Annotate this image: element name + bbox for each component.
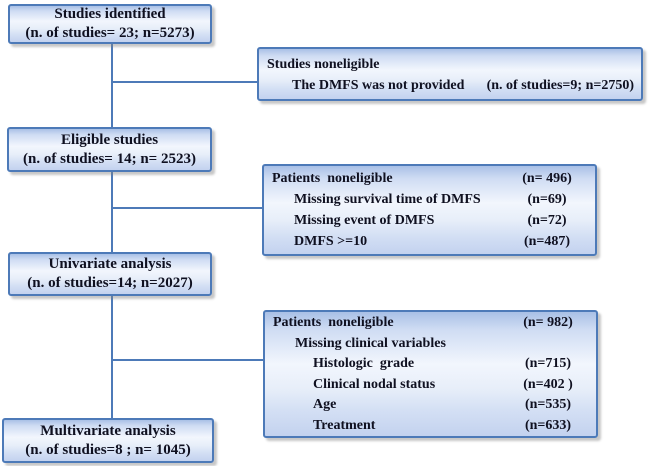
patients-dmfs-row: Patients noneligible (n= 496) [272,168,587,189]
box-patients-noneligible-dmfs: Patients noneligible (n= 496) Missing su… [262,164,597,256]
patients-clinical-label-3: Clinical nodal status [313,376,436,392]
connector-branch-2 [112,207,263,209]
studies-identified-title: Studies identified [54,6,166,22]
univariate-title: Univariate analysis [48,256,172,272]
studies-noneligible-reason: The DMFS was not provided [292,78,465,93]
box-univariate-analysis: Univariate analysis (n. of studies=14; n… [8,252,212,296]
studies-identified-count: (n. of studies= 23; n=5273) [25,25,195,41]
multivariate-count: (n. of studies=8 ; n= 1045) [25,441,191,458]
studies-noneligible-count: (n. of studies=9; n=2750) [486,78,634,93]
multivariate-title: Multivariate analysis [40,422,176,439]
patients-clinical-label-2: Histologic grade [313,356,415,371]
patients-dmfs-label-0: Patients noneligible [272,171,393,186]
box-studies-identified: Studies identified (n. of studies= 23; n… [8,4,212,44]
patients-clinical-row: Missing clinical variables [273,334,588,355]
patients-dmfs-count-3: (n=487) [523,234,571,249]
patients-clinical-row: Treatment (n=633) [273,416,588,437]
patients-clinical-count-4: (n=535) [524,397,572,412]
patients-clinical-label-0: Patients noneligible [273,315,394,330]
connector-branch-3 [112,359,264,361]
patients-dmfs-label-1: Missing survival time of DMFS [294,192,481,207]
connector-branch-1 [112,81,258,83]
patients-dmfs-count-0: (n= 496) [522,171,572,186]
patients-dmfs-row: DMFS >=10 (n=487) [272,231,587,252]
connector-vertical-1 [111,43,113,128]
patients-clinical-count-0: (n= 982) [523,315,573,330]
box-multivariate-analysis: Multivariate analysis (n. of studies=8 ;… [2,418,214,463]
patients-clinical-count-5: (n=633) [524,417,572,433]
patients-dmfs-label-3: DMFS >=10 [294,234,368,249]
eligible-studies-count: (n. of studies= 14; n= 2523) [23,150,196,167]
studies-noneligible-reason-row: The DMFS was not provided (n. of studies… [267,75,636,96]
studies-noneligible-title: Studies noneligible [267,57,380,72]
patients-clinical-label-1: Missing clinical variables [295,335,446,351]
connector-vertical-3 [111,296,113,419]
patients-dmfs-count-1: (n=69) [527,192,567,207]
patients-dmfs-row: Missing survival time of DMFS (n=69) [272,189,587,210]
connector-vertical-2 [111,172,113,253]
patients-clinical-row: Clinical nodal status (n=402 ) [273,375,588,396]
box-eligible-studies: Eligible studies (n. of studies= 14; n= … [7,127,212,172]
patients-clinical-count-2: (n=715) [524,356,572,371]
patients-clinical-row: Histologic grade (n=715) [273,354,588,375]
univariate-count: (n. of studies=14; n=2027) [27,275,193,291]
box-studies-noneligible: Studies noneligible The DMFS was not pro… [257,47,643,101]
patients-dmfs-label-2: Missing event of DMFS [294,213,435,228]
eligible-studies-title: Eligible studies [60,131,159,148]
patients-dmfs-row: Missing event of DMFS (n=72) [272,210,587,231]
patients-clinical-count-3: (n=402 ) [523,376,573,392]
patients-clinical-label-4: Age [313,397,337,412]
patients-clinical-row: Patients noneligible (n= 982) [273,313,588,334]
patients-clinical-label-5: Treatment [313,417,376,433]
patients-dmfs-count-2: (n=72) [527,213,567,228]
box-patients-noneligible-clinical: Patients noneligible (n= 982) Missing cl… [263,310,598,438]
patients-clinical-row: Age (n=535) [273,395,588,416]
